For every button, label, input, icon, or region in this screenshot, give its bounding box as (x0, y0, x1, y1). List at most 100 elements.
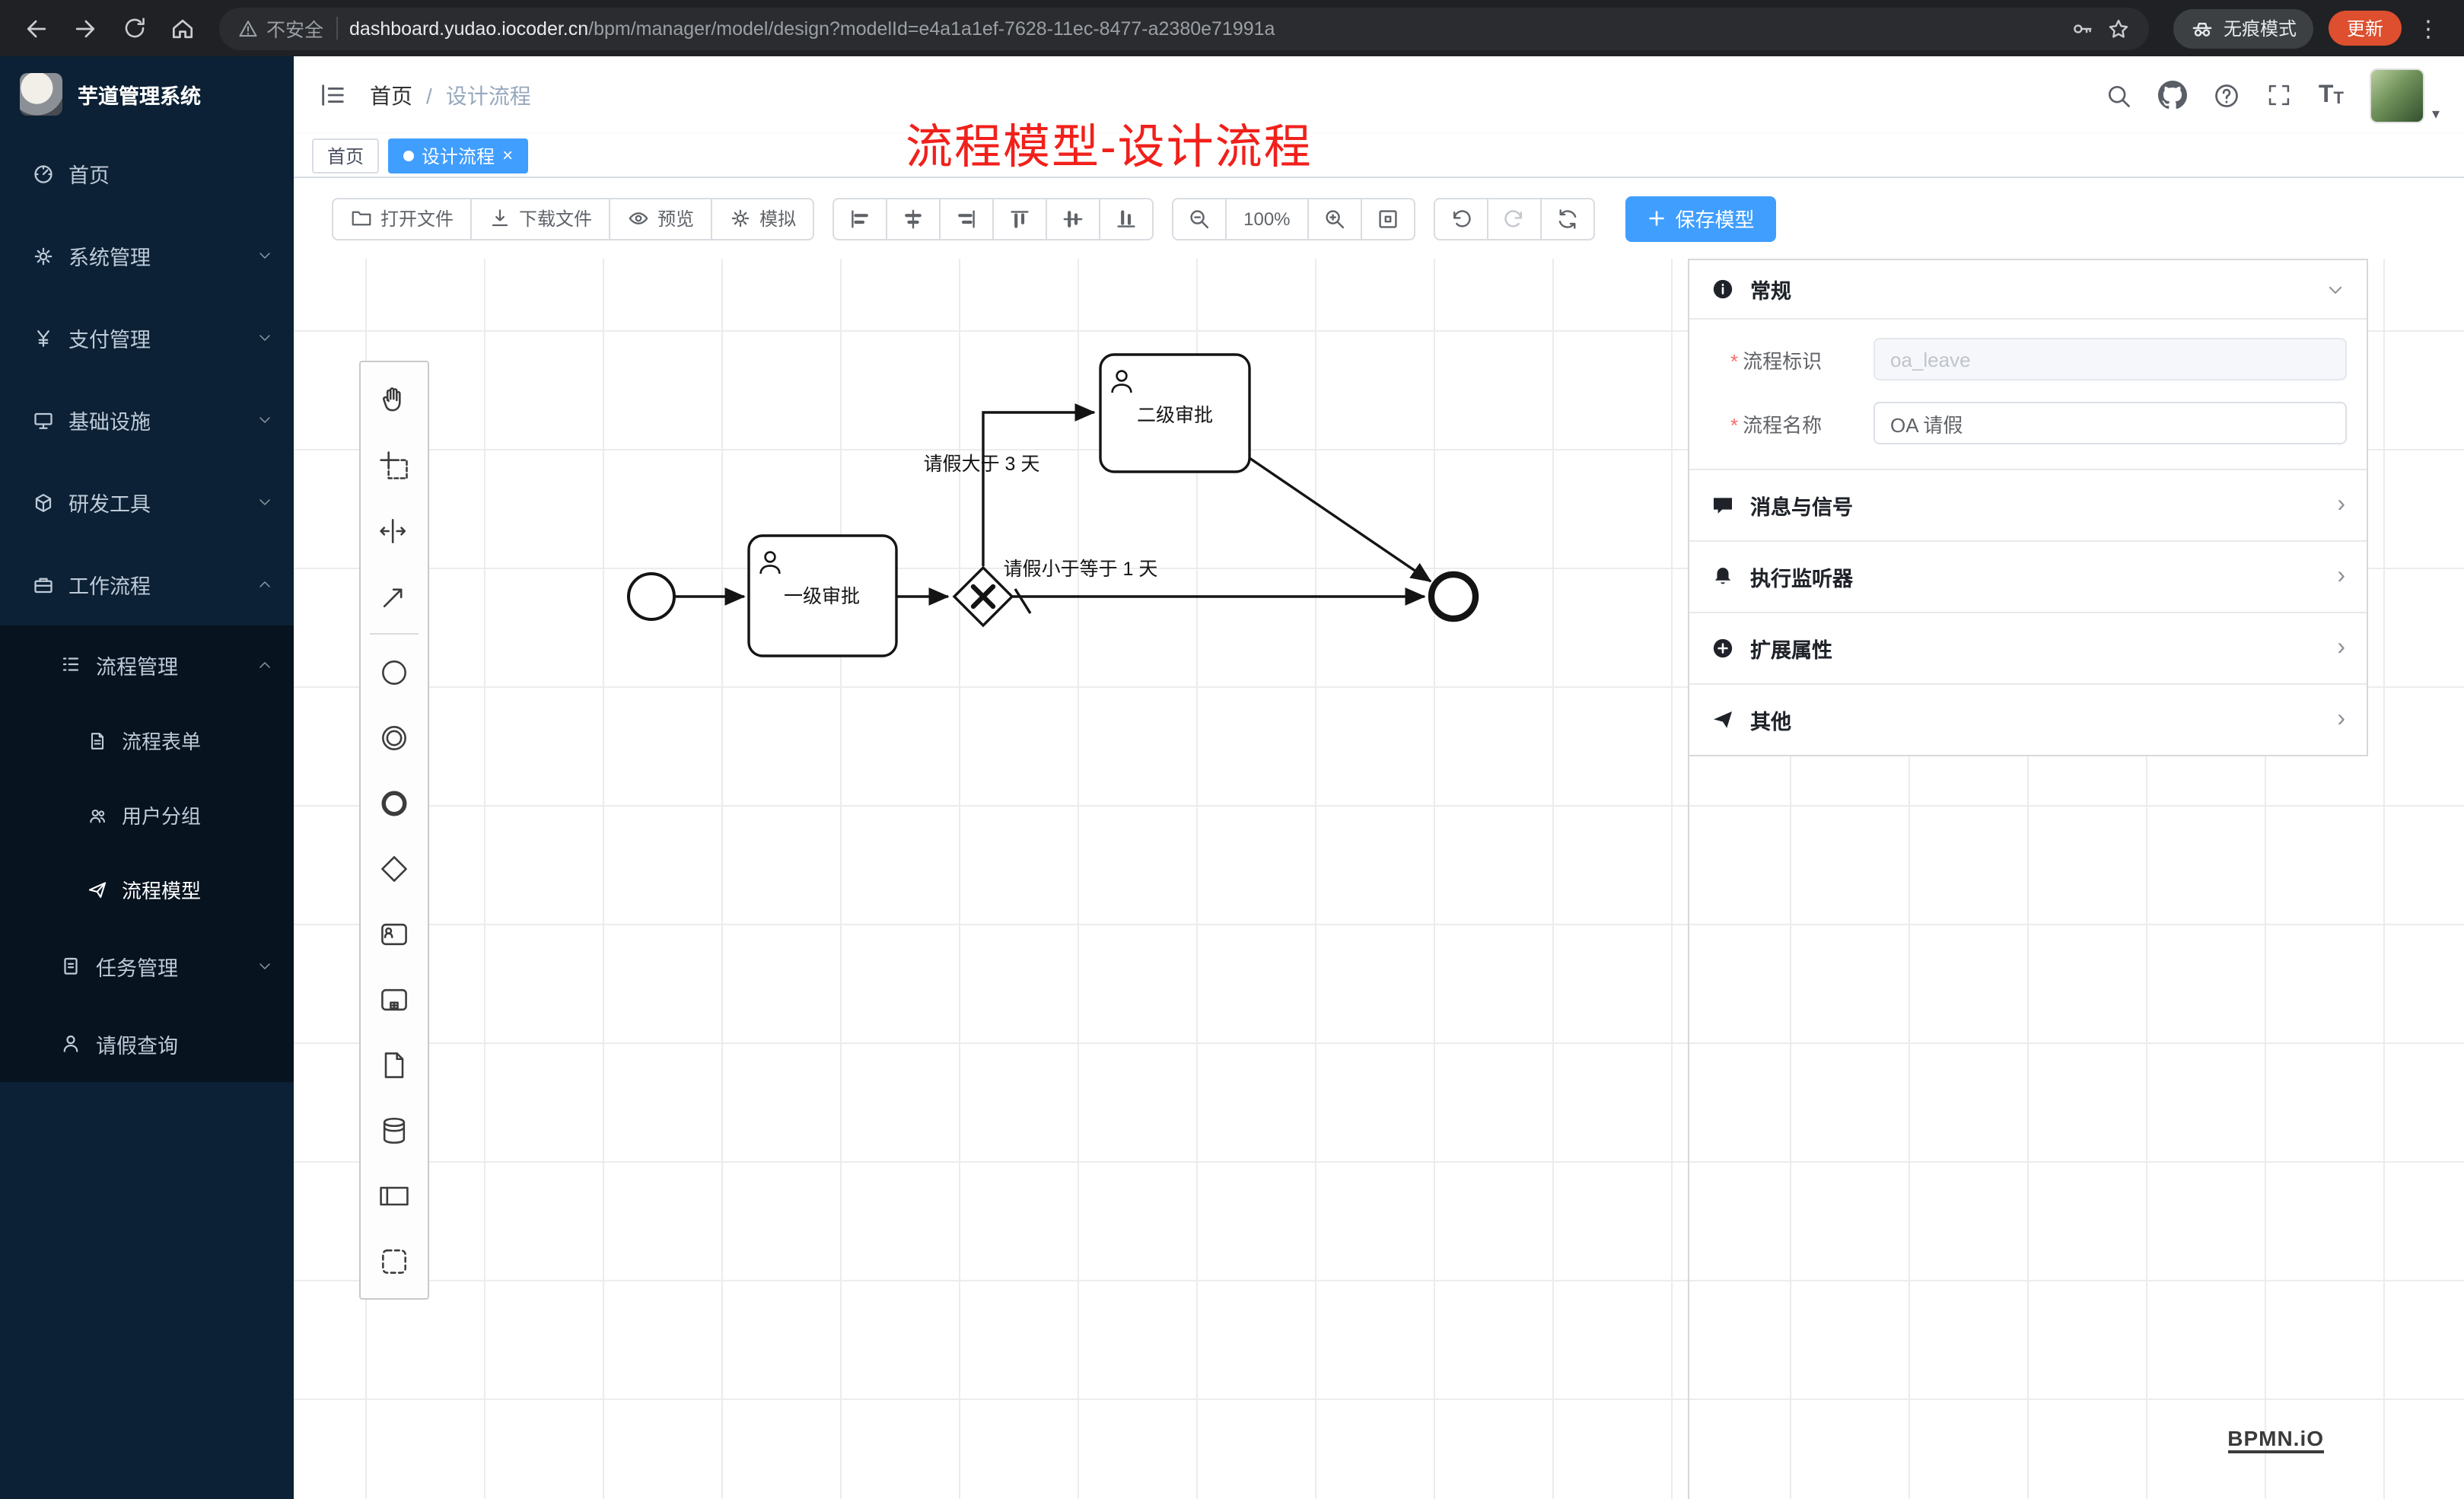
zoom-level[interactable]: 100% (1225, 197, 1309, 240)
participant-icon[interactable] (361, 1163, 428, 1228)
bpmn-canvas[interactable]: 请假大于 3 天 请假小于等于 1 天 一级审批 (294, 259, 2464, 1499)
align-top-button[interactable] (992, 197, 1048, 240)
fullscreen-icon[interactable] (2267, 82, 2293, 108)
chevron-down-icon (257, 412, 272, 428)
sidebar-item-process-model[interactable]: 流程模型 (0, 852, 294, 927)
chevron-right-icon: › (2337, 635, 2345, 660)
sidebar-item-infra[interactable]: 基础设施 (0, 379, 294, 461)
align-bottom-button[interactable] (1099, 197, 1154, 240)
save-model-button[interactable]: 保存模型 (1625, 196, 1776, 241)
open-file-button[interactable]: 打开文件 (332, 197, 473, 240)
paper-plane-icon (88, 881, 107, 898)
user-menu[interactable]: ▾ (2369, 68, 2440, 123)
breadcrumb: 首页 / 设计流程 (370, 80, 531, 110)
start-event-icon[interactable] (361, 639, 428, 705)
address-bar[interactable]: 不安全 dashboard.yudao.iocoder.cn/bpm/manag… (219, 7, 2149, 49)
align-bottom-icon (1117, 209, 1135, 227)
flow-gateway-to-task2[interactable] (982, 403, 1096, 566)
chevron-right-icon: › (2337, 563, 2345, 589)
home-icon[interactable] (161, 7, 204, 49)
section-extended-attrs[interactable]: 扩展属性 › (1689, 613, 2367, 685)
breadcrumb-home[interactable]: 首页 (370, 83, 412, 107)
start-event[interactable] (627, 572, 676, 621)
zoom-in-button[interactable] (1307, 197, 1362, 240)
bpmn-io-watermark[interactable]: BPMN.iO (2227, 1426, 2324, 1453)
menu-fold-icon[interactable] (318, 81, 347, 110)
hand-tool-icon[interactable] (361, 367, 428, 432)
close-icon[interactable]: × (502, 145, 514, 166)
user-task-level2[interactable]: 二级审批 (1099, 353, 1251, 473)
align-left-button[interactable] (832, 197, 888, 240)
avatar[interactable] (2369, 68, 2424, 123)
sidebar-item-process-form[interactable]: 流程表单 (0, 703, 294, 778)
github-icon[interactable] (2158, 81, 2188, 110)
browser-menu-icon[interactable]: ⋮ (2417, 16, 2440, 42)
chevron-down-icon (257, 495, 272, 510)
app-logo[interactable]: 芋道管理系统 (0, 56, 294, 132)
align-right-button[interactable] (939, 197, 995, 240)
refresh-button[interactable] (1539, 197, 1595, 240)
exclusive-gateway[interactable] (952, 565, 1014, 628)
task-icon[interactable] (361, 901, 428, 966)
end-event[interactable] (1428, 571, 1479, 622)
space-tool-icon[interactable] (361, 498, 428, 563)
section-execution-listener[interactable]: 执行监听器 › (1689, 542, 2367, 613)
tab-design-process[interactable]: 设计流程 × (388, 138, 529, 173)
intermediate-event-icon[interactable] (361, 705, 428, 770)
key-icon[interactable] (2070, 16, 2094, 40)
section-other[interactable]: 其他 › (1689, 685, 2367, 755)
zoom-out-button[interactable] (1172, 197, 1227, 240)
svg-text:二级审批: 二级审批 (1137, 405, 1213, 426)
download-file-button[interactable]: 下载文件 (470, 197, 611, 240)
sidebar-item-process-mgmt[interactable]: 流程管理 (0, 625, 294, 703)
browser-chrome: 不安全 dashboard.yudao.iocoder.cn/bpm/manag… (0, 0, 2464, 56)
palette-separator (370, 633, 419, 635)
info-icon (1713, 279, 1733, 299)
warning-icon (239, 20, 257, 37)
section-general[interactable]: 常规 (1689, 260, 2367, 320)
sidebar-item-system[interactable]: 系统管理 (0, 215, 294, 297)
data-object-icon[interactable] (361, 1032, 428, 1097)
redo-button[interactable] (1486, 197, 1542, 240)
question-icon[interactable] (2214, 81, 2241, 109)
flow-task2-to-end[interactable] (1249, 457, 1432, 583)
flow-label-le1: 请假小于等于 1 天 (1004, 559, 1158, 580)
sidebar-item-task-mgmt[interactable]: 任务管理 (0, 927, 294, 1004)
undo-button[interactable] (1433, 197, 1488, 240)
sidebar-item-leave-query[interactable]: 请假查询 (0, 1004, 294, 1082)
back-icon[interactable] (15, 7, 58, 49)
connect-tool-icon[interactable] (361, 563, 428, 629)
search-icon[interactable] (2106, 81, 2133, 109)
sidebar-item-devtools[interactable]: 研发工具 (0, 461, 294, 543)
reload-icon[interactable] (113, 7, 155, 49)
sidebar-item-user-group[interactable]: 用户分组 (0, 778, 294, 852)
group-icon[interactable] (361, 1228, 428, 1294)
user-task-level1[interactable]: 一级审批 (747, 534, 898, 657)
sidebar-item-workflow[interactable]: 工作流程 (0, 543, 294, 625)
end-event-icon[interactable] (361, 770, 428, 835)
section-message-signal[interactable]: 消息与信号 › (1689, 470, 2367, 542)
lasso-tool-icon[interactable] (361, 432, 428, 498)
simulate-button[interactable]: 模拟 (711, 197, 815, 240)
zoom-fit-button[interactable] (1360, 197, 1415, 240)
subprocess-icon[interactable] (361, 966, 428, 1032)
align-middle-button[interactable] (1046, 197, 1101, 240)
gateway-icon[interactable] (361, 835, 428, 901)
security-chip[interactable]: 不安全 (237, 14, 323, 43)
star-icon[interactable] (2106, 16, 2131, 40)
process-name-input[interactable] (1873, 402, 2347, 444)
forward-icon[interactable] (64, 7, 107, 49)
data-store-icon[interactable] (361, 1097, 428, 1163)
update-button[interactable]: 更新 (2328, 11, 2402, 46)
send-icon (1714, 711, 1732, 728)
tab-home[interactable]: 首页 (312, 138, 380, 173)
chevron-right-icon: › (2337, 706, 2345, 732)
sidebar-item-payment[interactable]: 支付管理 (0, 297, 294, 379)
url-text[interactable]: dashboard.yudao.iocoder.cn/bpm/manager/m… (349, 18, 2058, 39)
clipboard-icon (64, 957, 78, 975)
align-center-button[interactable] (886, 197, 941, 240)
sidebar-item-home[interactable]: 首页 (0, 132, 294, 215)
preview-button[interactable]: 预览 (609, 197, 713, 240)
